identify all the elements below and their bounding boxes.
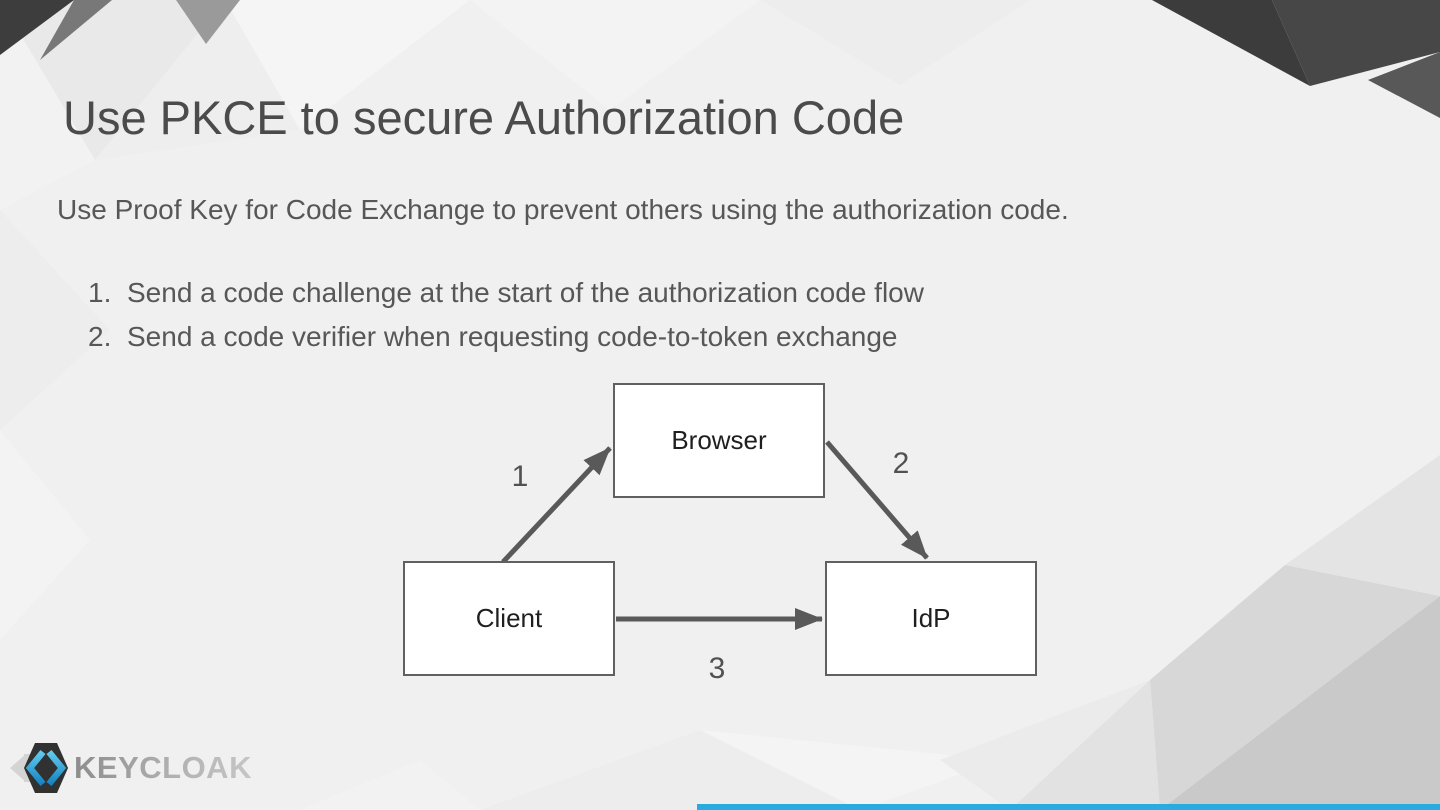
arrow-browser-to-idp bbox=[825, 440, 929, 560]
edge-label-3: 3 bbox=[708, 652, 726, 685]
list-item: 2. Send a code verifier when requesting … bbox=[88, 315, 924, 359]
node-client-label: Client bbox=[475, 603, 543, 633]
intro-text: Use Proof Key for Code Exchange to preve… bbox=[57, 194, 1069, 225]
slide-title: Use PKCE to secure Authorization Code bbox=[63, 91, 905, 144]
node-client: Client bbox=[403, 561, 615, 676]
node-browser-label: Browser bbox=[671, 425, 767, 455]
keycloak-logo: KEYCLOAK bbox=[10, 742, 252, 794]
logo-right-chevron bbox=[46, 749, 67, 787]
list-item-number: 2. bbox=[88, 321, 112, 352]
node-idp: IdP bbox=[825, 561, 1037, 676]
list-item-text: Send a code challenge at the start of th… bbox=[127, 277, 924, 308]
list-item: 1. Send a code challenge at the start of… bbox=[88, 271, 924, 315]
list-item-number: 1. bbox=[88, 277, 112, 308]
keycloak-hexagon-icon bbox=[10, 743, 68, 793]
edge-label-1: 1 bbox=[511, 460, 529, 493]
logo-left-chevron bbox=[25, 749, 46, 787]
edge-label-2: 2 bbox=[892, 447, 910, 480]
steps-list: 1. Send a code challenge at the start of… bbox=[88, 271, 924, 359]
list-item-text: Send a code verifier when requesting cod… bbox=[127, 321, 898, 352]
logo-banner-shape bbox=[10, 754, 26, 782]
node-idp-label: IdP bbox=[911, 603, 951, 633]
brand-text: KEYCLOAK bbox=[74, 750, 252, 785]
footer-accent-bar bbox=[697, 804, 1440, 810]
logo-hexagon-shape bbox=[24, 743, 68, 793]
node-browser: Browser bbox=[613, 383, 825, 498]
